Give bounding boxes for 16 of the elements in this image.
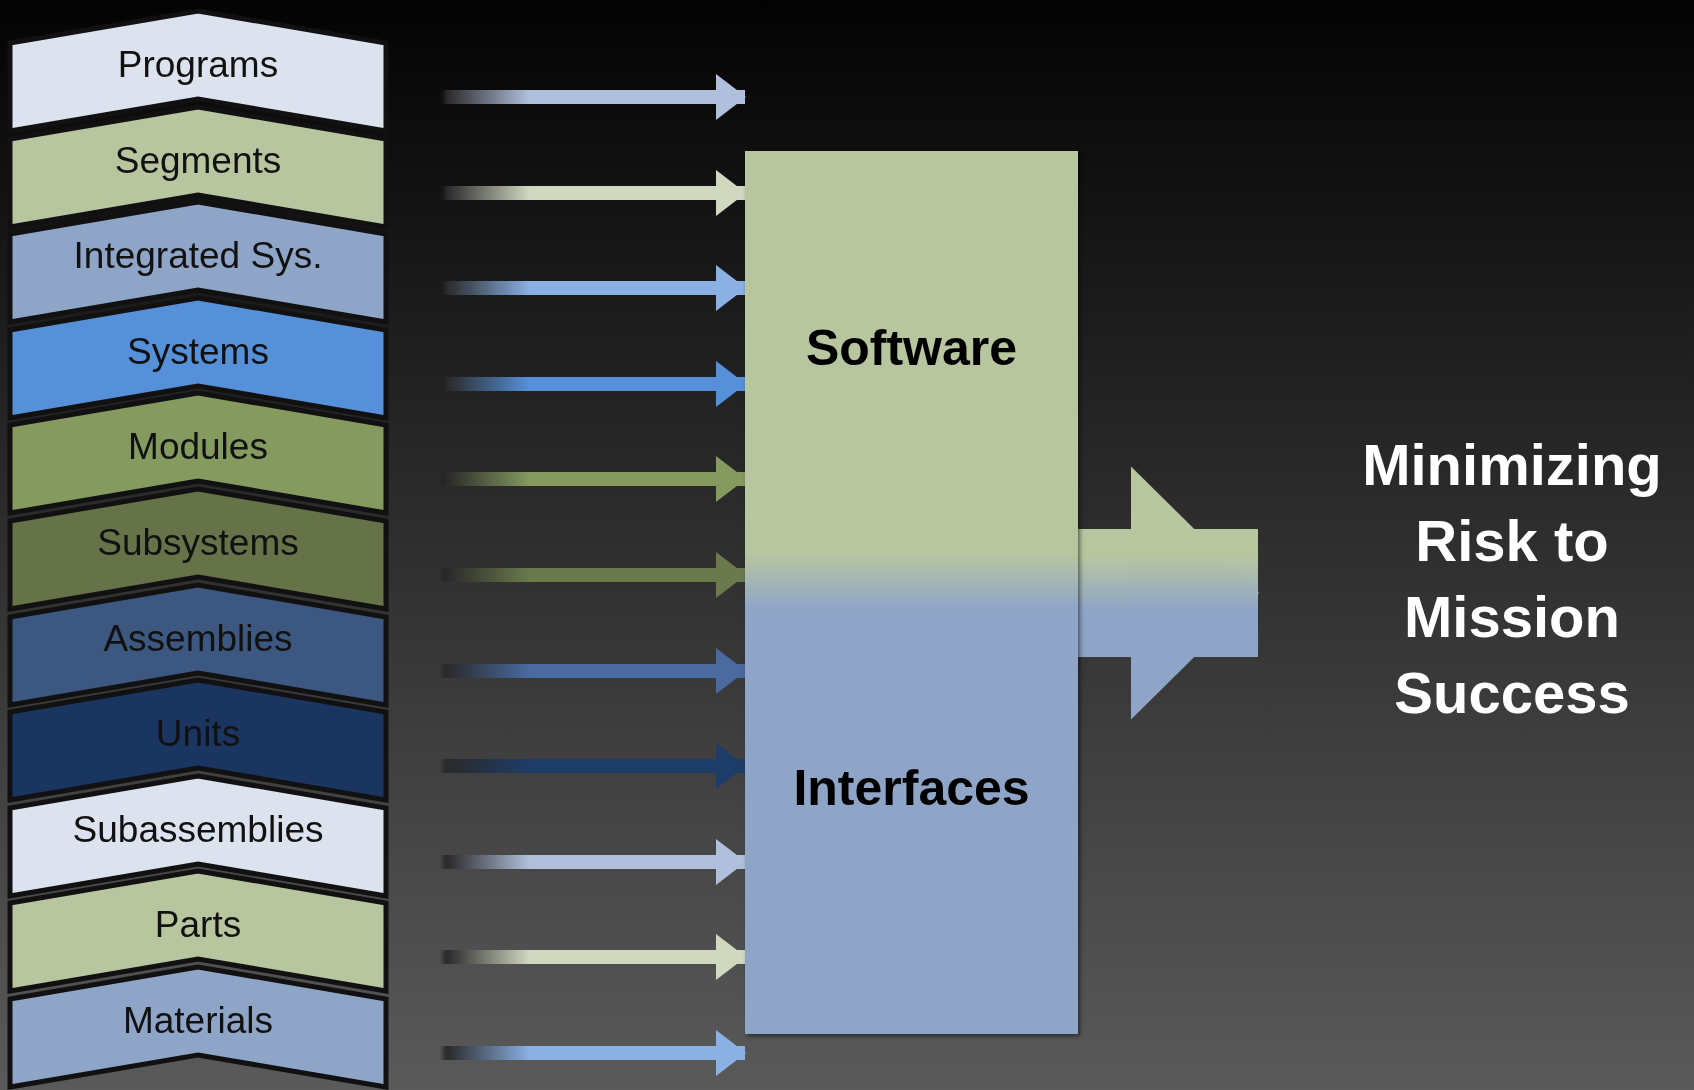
block-label: Interfaces [793,759,1030,818]
band-label: Materials [122,999,274,1043]
band-label: Assemblies [103,617,293,661]
band-label: Parts [154,903,242,947]
band-label: Subsystems [97,521,299,565]
band-label: Systems [127,330,269,374]
split-block [745,151,1078,1034]
band-label: Units [155,712,241,756]
outcome-text: Minimizing Risk to Mission Success [1361,431,1663,727]
band-label: Modules [128,425,268,469]
block-arrow [1078,466,1259,720]
block-label: Software [805,319,1018,378]
band-label: Programs [117,43,279,87]
band-label: Subassemblies [72,808,324,852]
band-label: Integrated Sys. [73,234,323,278]
band-label: Segments [114,139,282,183]
